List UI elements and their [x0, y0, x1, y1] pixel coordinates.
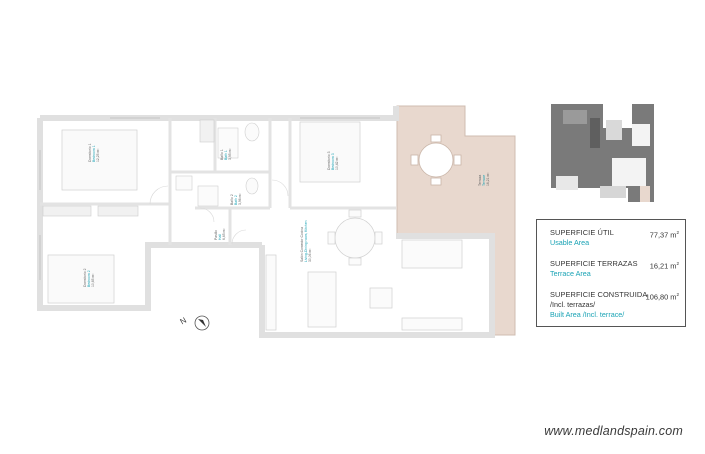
terrace-area-sublabel: Terrace Area [550, 269, 591, 278]
label-bath2: Baño 2 [230, 194, 234, 205]
bathroom-fixtures [175, 122, 260, 207]
label-bed1: Dormitorio 1 [88, 143, 92, 162]
label-bed3: Dormitorio 3 [327, 151, 331, 170]
label-bath1-en: Bath 1 [224, 150, 228, 160]
label-bed2-area: 10,65 m² [91, 273, 95, 287]
label-bath1-area: 3,95 m² [228, 148, 232, 160]
terrace-table [410, 134, 462, 186]
label-bath2-area: 3,96 m² [238, 193, 242, 205]
label-hall-area: 6,65 m² [222, 228, 226, 240]
built-area-sublabel-1: /Incl. terrazas/ [550, 300, 596, 309]
terrace-area-row: SUPERFICIE TERRAZAS Terrace Area 16,21 m… [550, 259, 679, 279]
label-living-en: Living-Dining room, Kitchen [304, 220, 308, 262]
label-bed3-en: Bedroom 3 [331, 153, 335, 170]
label-bed1-area: 12,25 m² [96, 148, 100, 162]
label-bed1-en: Bedroom 1 [92, 145, 96, 162]
label-terrace-area: 16,21 m² [486, 172, 490, 186]
label-terrace-en: Terrace [482, 175, 486, 186]
room-labels: Dormitorio 1 Bedroom 1 12,25 m² Dormitor… [83, 143, 490, 287]
label-bath1: Baño 1 [220, 149, 224, 160]
usable-area-value: 77,37 m2 [649, 230, 679, 240]
terrace-area [396, 105, 516, 336]
terrace-area-value: 16,21 m2 [649, 261, 679, 271]
watermark: www.medlandspain.com [544, 424, 683, 438]
label-terrace: Terraza [478, 175, 482, 186]
built-area-label: SUPERFICIE CONSTRUIDA [550, 290, 648, 299]
usable-area-row: SUPERFICIE ÚTIL Usable Area 77,37 m2 [550, 228, 679, 248]
label-bed2-en: Bedroom 2 [87, 270, 91, 287]
label-hall-en: Hall [218, 234, 222, 240]
usable-area-sublabel: Usable Area [550, 238, 590, 247]
built-area-sublabel-2: Built Area /Incl. terrace/ [550, 310, 625, 319]
built-area-value: 106,80 m2 [645, 292, 679, 302]
doors [149, 179, 289, 245]
label-hall: Pasillo [214, 230, 218, 240]
terrace-area-label: SUPERFICIE TERRAZAS [550, 259, 638, 268]
beds [47, 121, 361, 304]
built-area-row: SUPERFICIE CONSTRUIDA /Incl. terrazas/ B… [550, 290, 679, 320]
windows [39, 117, 380, 280]
building-plan-thumbnail [551, 104, 654, 202]
interior-walls [40, 118, 396, 245]
label-bath2-en: Bath 2 [234, 195, 238, 205]
label-living: Salón Comedor Cocina [300, 227, 304, 262]
usable-area-label: SUPERFICIE ÚTIL [550, 228, 614, 237]
compass-letter: N [179, 316, 189, 327]
label-bed2: Dormitorio 2 [83, 268, 87, 287]
compass: N [179, 316, 210, 331]
wardrobes [42, 119, 215, 217]
living-furniture [265, 209, 463, 331]
area-summary-table: SUPERFICIE ÚTIL Usable Area 77,37 m2 SUP… [536, 219, 686, 327]
label-living-area: 30,06 m² [308, 248, 312, 262]
label-bed3-area: 10,42 m² [335, 156, 339, 170]
